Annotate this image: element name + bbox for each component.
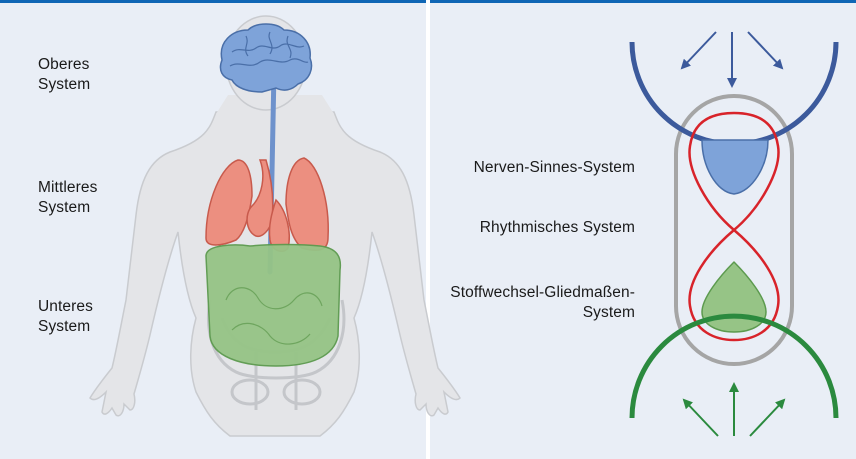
label-metabolic-limb-system: Stoffwechsel-Gliedmaßen- System xyxy=(450,283,635,323)
upper-arc xyxy=(632,42,836,144)
brain xyxy=(220,24,311,92)
label-upper-system: Oberes System xyxy=(38,55,90,95)
top-arrows xyxy=(682,32,782,86)
metabolic-drop xyxy=(702,262,766,332)
nerve-sense-drop xyxy=(702,140,768,194)
label-middle-system: Mittleres System xyxy=(38,178,97,218)
human-body-figure xyxy=(90,16,460,436)
abdomen xyxy=(206,245,340,367)
threefold-diagram xyxy=(632,32,836,436)
label-rhythmic-system: Rhythmisches System xyxy=(480,218,635,238)
label-lower-system: Unteres System xyxy=(38,297,93,337)
label-nerve-sense-system: Nerven-Sinnes-System xyxy=(474,158,635,178)
bottom-arrows xyxy=(684,384,784,436)
